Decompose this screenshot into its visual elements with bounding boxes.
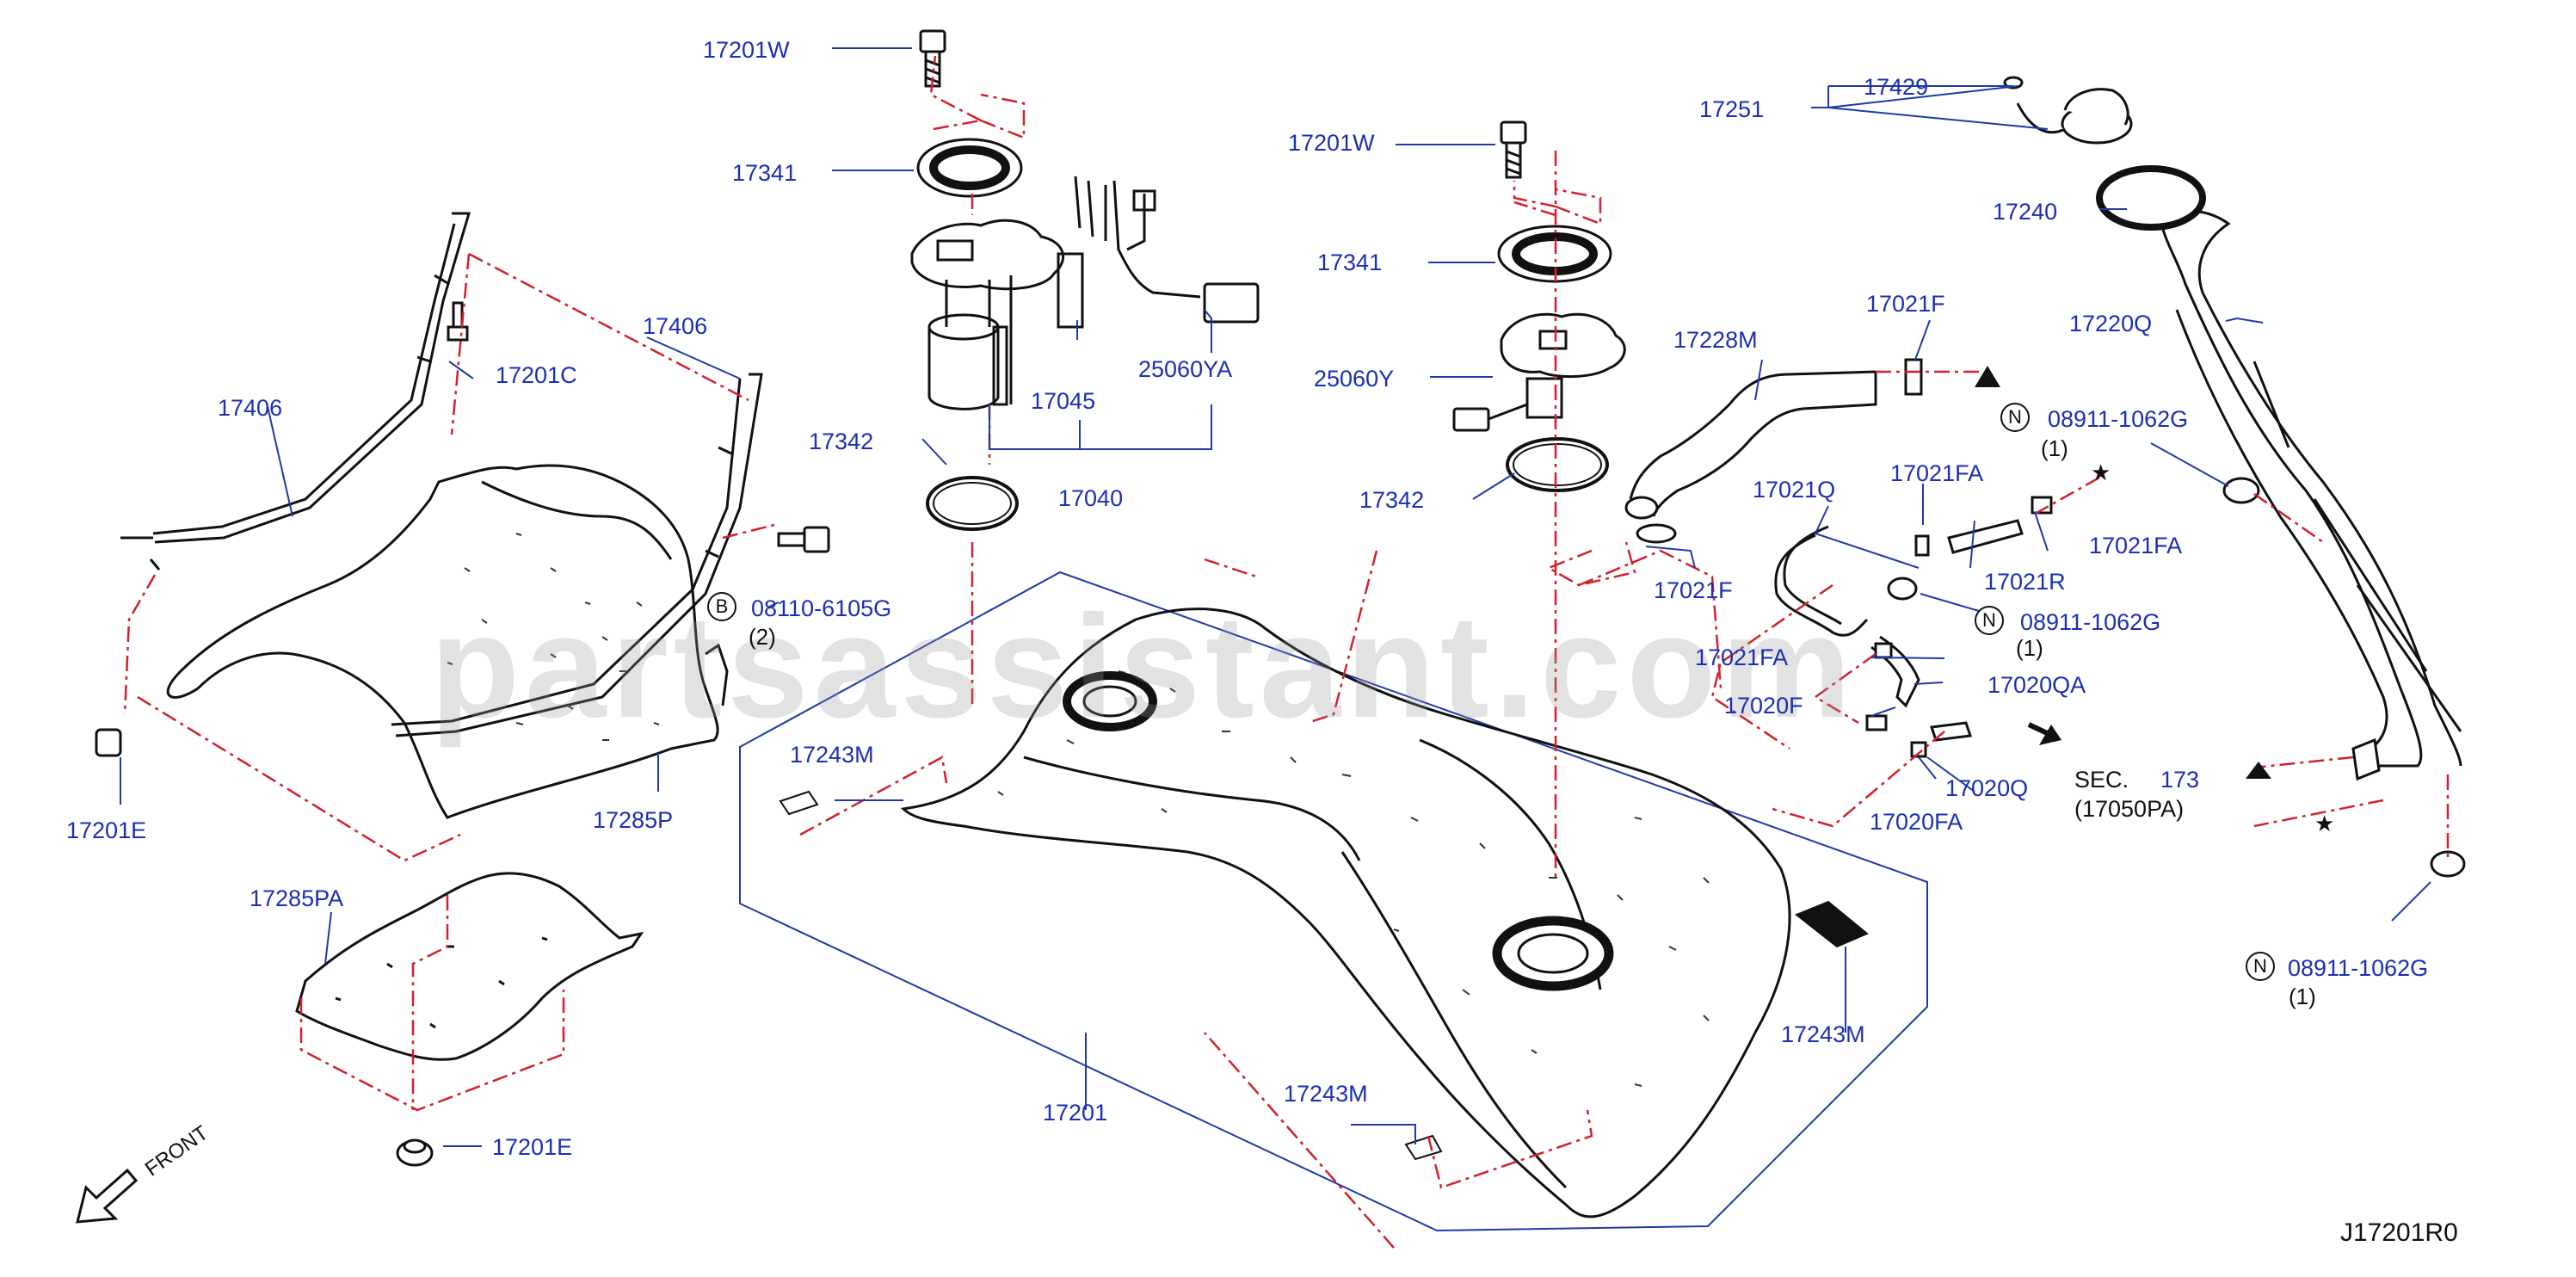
part-label-17020q[interactable]: 17020Q xyxy=(1945,775,2029,801)
part-label-08911-1062g-middle[interactable]: 08911-1062G xyxy=(2020,609,2161,635)
part-label-17020fa[interactable]: 17020FA xyxy=(1870,809,1963,835)
part-label-17040[interactable]: 17040 xyxy=(1058,485,1124,511)
quantity-08110: (2) xyxy=(749,624,776,650)
alignment-chain-lines xyxy=(123,55,2450,1249)
clamps-hoses xyxy=(1636,358,2466,878)
part-label-17243m-bottom[interactable]: 17243M xyxy=(1284,1081,1368,1107)
nut-17201E-upper xyxy=(95,728,122,757)
part-label-17341[interactable]: 17341 xyxy=(732,160,798,186)
part-label-17020f[interactable]: 17020F xyxy=(1724,693,1803,719)
part-label-17406-left[interactable]: 17406 xyxy=(218,395,283,421)
front-arrow-icon xyxy=(76,1168,139,1224)
heat-shield-lower xyxy=(295,872,644,1061)
part-label-17021r[interactable]: 17021R xyxy=(1984,569,2066,595)
leader-lines xyxy=(120,47,2431,1147)
part-label-25060ya[interactable]: 25060YA xyxy=(1138,356,1233,382)
section-ref-sub: (17050PA) xyxy=(2074,796,2185,822)
part-label-08110-6105g[interactable]: 08110-6105G xyxy=(751,595,892,621)
part-label-17341-front[interactable]: 17341 xyxy=(1317,250,1383,275)
part-label-17285pa[interactable]: 17285PA xyxy=(250,885,344,911)
marker-n-upper: N xyxy=(2000,403,2030,432)
rear-lock-ring xyxy=(916,138,1023,198)
part-label-17201w-front[interactable]: 17201W xyxy=(1288,130,1375,156)
filler-tube xyxy=(2158,209,2462,781)
part-label-17021fa-right[interactable]: 17021FA xyxy=(2089,533,2183,558)
part-label-17021q[interactable]: 17021Q xyxy=(1753,477,1836,503)
tank-insulator xyxy=(166,464,729,819)
rear-seal-ring xyxy=(926,476,1019,531)
triangle-markers xyxy=(1975,366,2271,779)
tank-pump-opening-front xyxy=(1492,916,1614,991)
part-label-08911-1062g-lower[interactable]: 08911-1062G xyxy=(2288,955,2429,981)
filler-hose xyxy=(1624,370,1877,520)
front-seal-ring xyxy=(1506,437,1609,492)
watermark: partsassistant.com xyxy=(430,585,1857,749)
part-label-17021f-lower[interactable]: 17021F xyxy=(1654,577,1733,603)
section-ref-link[interactable]: 173 xyxy=(2160,767,2200,793)
part-label-17201e-lower[interactable]: 17201E xyxy=(492,1134,573,1160)
rear-pump-assembly xyxy=(910,219,1065,410)
part-label-25060y[interactable]: 25060Y xyxy=(1314,366,1395,392)
quantity-08911-lower: (1) xyxy=(2289,984,2316,1009)
star-marker-upper: ★ xyxy=(2091,460,2111,486)
part-label-17251[interactable]: 17251 xyxy=(1699,96,1765,122)
tank-pump-opening-rear xyxy=(1063,671,1157,731)
front-bolt xyxy=(1500,120,1527,179)
section-ref-prefix: SEC. xyxy=(2074,767,2129,793)
part-label-17020qa[interactable]: 17020QA xyxy=(1987,672,2086,698)
part-label-17021fa-lower[interactable]: 17021FA xyxy=(1695,645,1789,670)
part-label-17045[interactable]: 17045 xyxy=(1031,388,1096,414)
quantity-08911-middle: (1) xyxy=(2016,635,2043,661)
tank-speckle xyxy=(997,670,1710,1087)
marker-n-middle: N xyxy=(1975,606,2004,635)
front-sender-unit xyxy=(1452,312,1626,432)
part-label-17220q[interactable]: 17220Q xyxy=(2069,311,2153,336)
part-label-17243m-right[interactable]: 17243M xyxy=(1781,1021,1865,1047)
part-label-17201w[interactable]: 17201W xyxy=(703,37,790,63)
part-label-17201[interactable]: 17201 xyxy=(1043,1100,1108,1126)
nut-17201E-lower xyxy=(396,1138,434,1167)
part-label-17429[interactable]: 17429 xyxy=(1864,74,1929,100)
part-label-17406-right[interactable]: 17406 xyxy=(643,313,708,339)
part-label-17243m-rear[interactable]: 17243M xyxy=(790,742,874,768)
part-label-17342-front[interactable]: 17342 xyxy=(1359,487,1425,513)
diagram-code: J17201R0 xyxy=(2340,1218,2458,1247)
part-label-08911-1062g-upper[interactable]: 08911-1062G xyxy=(2048,406,2189,432)
tank-band-right xyxy=(391,373,763,737)
part-label-17342[interactable]: 17342 xyxy=(809,429,874,454)
part-label-17228m[interactable]: 17228M xyxy=(1673,327,1758,353)
part-label-17201c[interactable]: 17201C xyxy=(496,362,577,388)
tank-group-frame xyxy=(739,571,1928,1232)
quantity-08911-upper: (1) xyxy=(2041,435,2068,461)
nut-17201C xyxy=(447,301,469,342)
part-label-17021f-upper[interactable]: 17021F xyxy=(1866,291,1945,317)
part-label-17201e-upper[interactable]: 17201E xyxy=(66,817,147,843)
bolt-08110 xyxy=(777,526,830,553)
star-marker-lower: ★ xyxy=(2314,811,2335,837)
marker-b: B xyxy=(707,592,736,621)
pump-wiring-harness xyxy=(1057,176,1260,329)
part-label-17285p[interactable]: 17285P xyxy=(593,807,674,833)
tank-band-left xyxy=(120,212,471,571)
section-arrow xyxy=(2027,722,2061,745)
breather-hose xyxy=(1774,519,2024,742)
part-label-17021fa-upper[interactable]: 17021FA xyxy=(1890,460,1984,486)
filler-cap xyxy=(2003,76,2133,145)
insulator-dots xyxy=(447,533,660,741)
filler-seal xyxy=(2096,165,2206,231)
marker-n-lower: N xyxy=(2246,952,2275,981)
part-label-17240[interactable]: 17240 xyxy=(1993,199,2058,225)
